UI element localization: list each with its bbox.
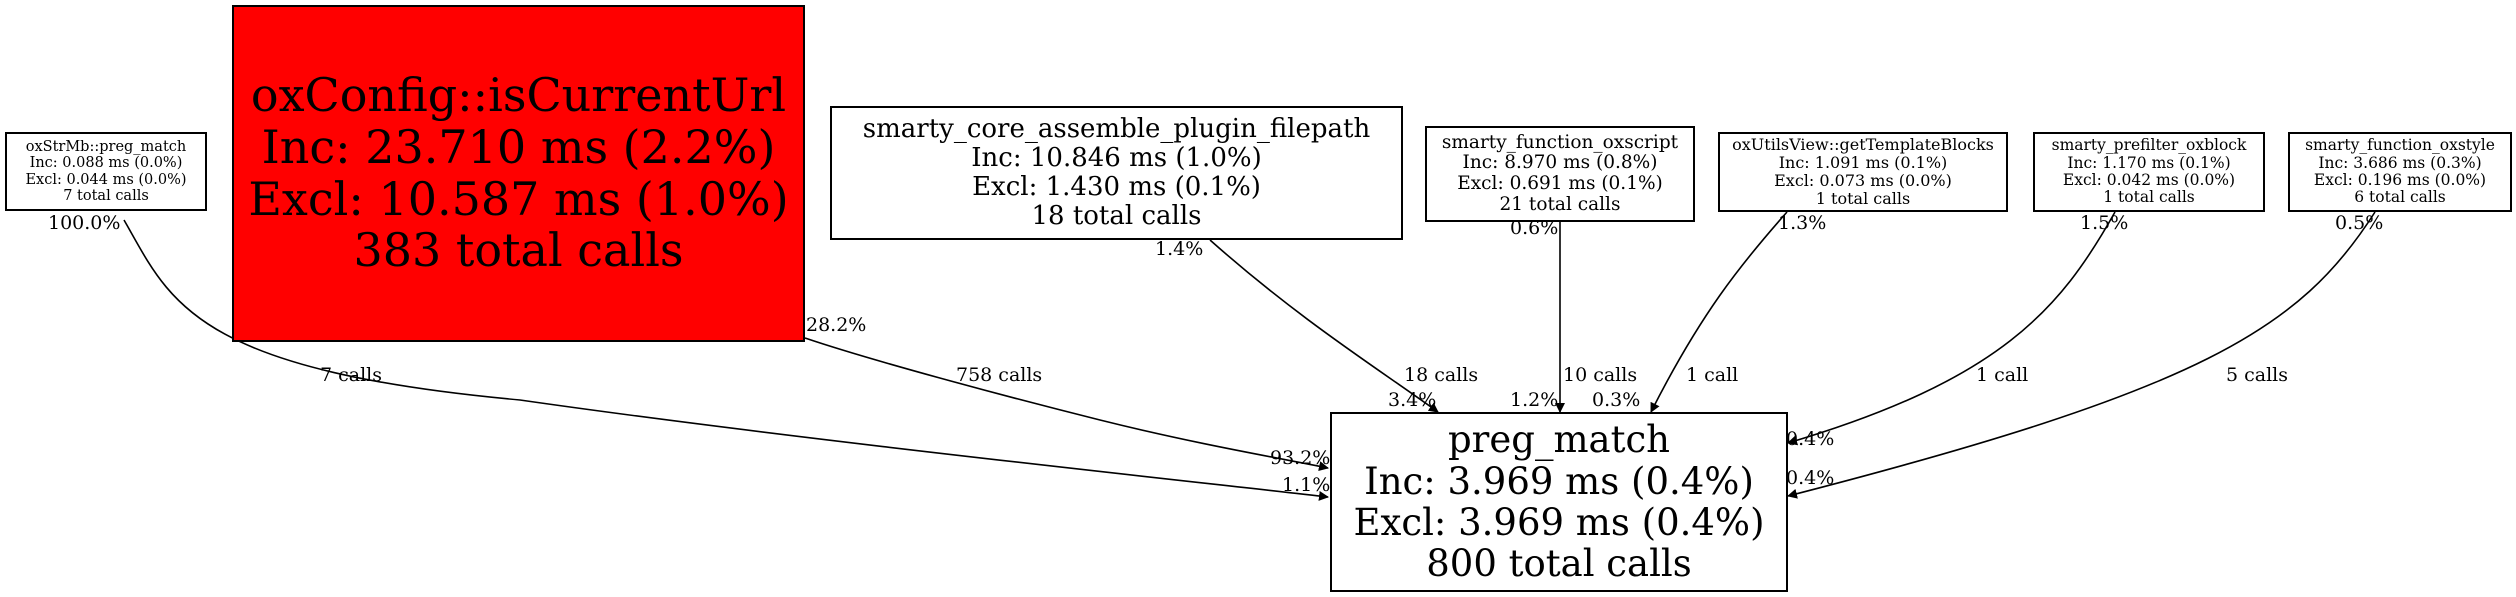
node-exclusive-time: Excl: 0.073 ms (0.0%) <box>1774 171 1952 190</box>
node-preg-match[interactable]: preg_match Inc: 3.969 ms (0.4%) Excl: 3.… <box>1330 412 1788 592</box>
edge-call-count: 18 calls <box>1404 364 1479 386</box>
node-title: oxStrMb::preg_match <box>25 139 187 156</box>
edge-current-url-to-preg-match <box>804 337 1329 472</box>
edge-call-count: 7 calls <box>320 364 383 386</box>
node-smarty-prefilter-oxblock[interactable]: smarty_prefilter_oxblock Inc: 1.170 ms (… <box>2033 132 2265 212</box>
node-oxutilsview-gettemplateblocks[interactable]: oxUtilsView::getTemplateBlocks Inc: 1.09… <box>1718 132 2008 212</box>
node-total-calls: 1 total calls <box>2103 188 2195 207</box>
edge-target-percent: 93.2% <box>1270 447 1331 469</box>
node-inclusive-time: Inc: 3.969 ms (0.4%) <box>1364 459 1754 503</box>
edge-target-percent: 1.2% <box>1510 389 1559 411</box>
node-smarty-core-assemble-plugin-filepath[interactable]: smarty_core_assemble_plugin_filepath Inc… <box>830 106 1403 240</box>
node-exclusive-time: Excl: 0.691 ms (0.1%) <box>1457 173 1663 194</box>
edge-target-percent: 1.1% <box>1282 474 1331 496</box>
node-total-calls: 7 total calls <box>63 187 149 204</box>
edge-call-count: 1 call <box>1976 364 2029 386</box>
edge-source-percent: 1.4% <box>1155 238 1204 260</box>
node-oxconfig-iscurrenturl[interactable]: oxConfig::isCurrentUrl Inc: 23.710 ms (2… <box>232 5 805 342</box>
node-total-calls: 21 total calls <box>1499 193 1621 215</box>
node-inclusive-time: Inc: 23.710 ms (2.2%) <box>261 119 776 174</box>
node-inclusive-time: Inc: 0.088 ms (0.0%) <box>29 155 183 172</box>
node-title: smarty_core_assemble_plugin_filepath <box>862 113 1371 144</box>
node-total-calls: 383 total calls <box>353 223 684 278</box>
edge-assemble-to-preg-match <box>1209 239 1439 413</box>
edge-prefilter-to-preg-match <box>1787 211 2116 446</box>
node-smarty-function-oxstyle[interactable]: smarty_function_oxstyle Inc: 3.686 ms (0… <box>2288 132 2512 212</box>
node-total-calls: 800 total calls <box>1426 542 1692 586</box>
node-exclusive-time: Excl: 1.430 ms (0.1%) <box>972 172 1261 202</box>
node-inclusive-time: Inc: 8.970 ms (0.8%) <box>1462 152 1658 174</box>
node-total-calls: 18 total calls <box>1031 201 1202 232</box>
edge-source-percent: 28.2% <box>806 314 867 336</box>
edge-target-percent: 3.4% <box>1388 389 1437 411</box>
edge-source-percent: 0.5% <box>2335 212 2384 234</box>
node-exclusive-time: Excl: 3.969 ms (0.4%) <box>1353 501 1765 544</box>
edge-call-count: 758 calls <box>956 364 1043 386</box>
node-exclusive-time: Excl: 0.042 ms (0.0%) <box>2062 171 2236 189</box>
edge-oxstyle-to-preg-match <box>1787 211 2376 499</box>
edge-blocks-to-preg-match <box>1650 211 1788 413</box>
node-exclusive-time: Excl: 0.196 ms (0.0%) <box>2313 171 2487 189</box>
node-inclusive-time: Inc: 3.686 ms (0.3%) <box>2318 153 2482 172</box>
node-smarty-function-oxscript[interactable]: smarty_function_oxscript Inc: 8.970 ms (… <box>1425 126 1695 222</box>
edge-target-percent: 0.3% <box>1592 389 1641 411</box>
node-title: oxConfig::isCurrentUrl <box>250 68 787 123</box>
edge-source-percent: 100.0% <box>48 212 121 234</box>
node-title: preg_match <box>1447 418 1671 462</box>
edge-target-percent: 0.4% <box>1786 428 1835 450</box>
node-inclusive-time: Inc: 1.091 ms (0.1%) <box>1778 153 1948 173</box>
edge-source-percent: 0.6% <box>1510 217 1559 239</box>
edge-source-percent: 1.3% <box>1778 212 1827 234</box>
node-oxstrmb-preg-match[interactable]: oxStrMb::preg_match Inc: 0.088 ms (0.0%)… <box>5 132 207 211</box>
node-exclusive-time: Excl: 10.587 ms (1.0%) <box>248 171 789 226</box>
edge-call-count: 10 calls <box>1563 364 1638 386</box>
node-title: smarty_function_oxscript <box>1441 131 1679 153</box>
node-title: smarty_prefilter_oxblock <box>2051 136 2247 155</box>
node-total-calls: 6 total calls <box>2354 188 2446 207</box>
edge-target-percent: 0.4% <box>1786 467 1835 489</box>
node-exclusive-time: Excl: 0.044 ms (0.0%) <box>25 171 187 188</box>
edge-source-percent: 1.5% <box>2080 212 2129 234</box>
node-total-calls: 1 total calls <box>1815 188 1911 208</box>
node-inclusive-time: Inc: 1.170 ms (0.1%) <box>2067 153 2231 172</box>
edge-call-count: 5 calls <box>2226 364 2289 386</box>
edge-mb-to-preg-match <box>123 219 1329 501</box>
edge-call-count: 1 call <box>1686 364 1739 386</box>
node-inclusive-time: Inc: 10.846 ms (1.0%) <box>971 142 1262 173</box>
node-title: smarty_function_oxstyle <box>2305 136 2495 155</box>
node-title: oxUtilsView::getTemplateBlocks <box>1732 135 1994 155</box>
